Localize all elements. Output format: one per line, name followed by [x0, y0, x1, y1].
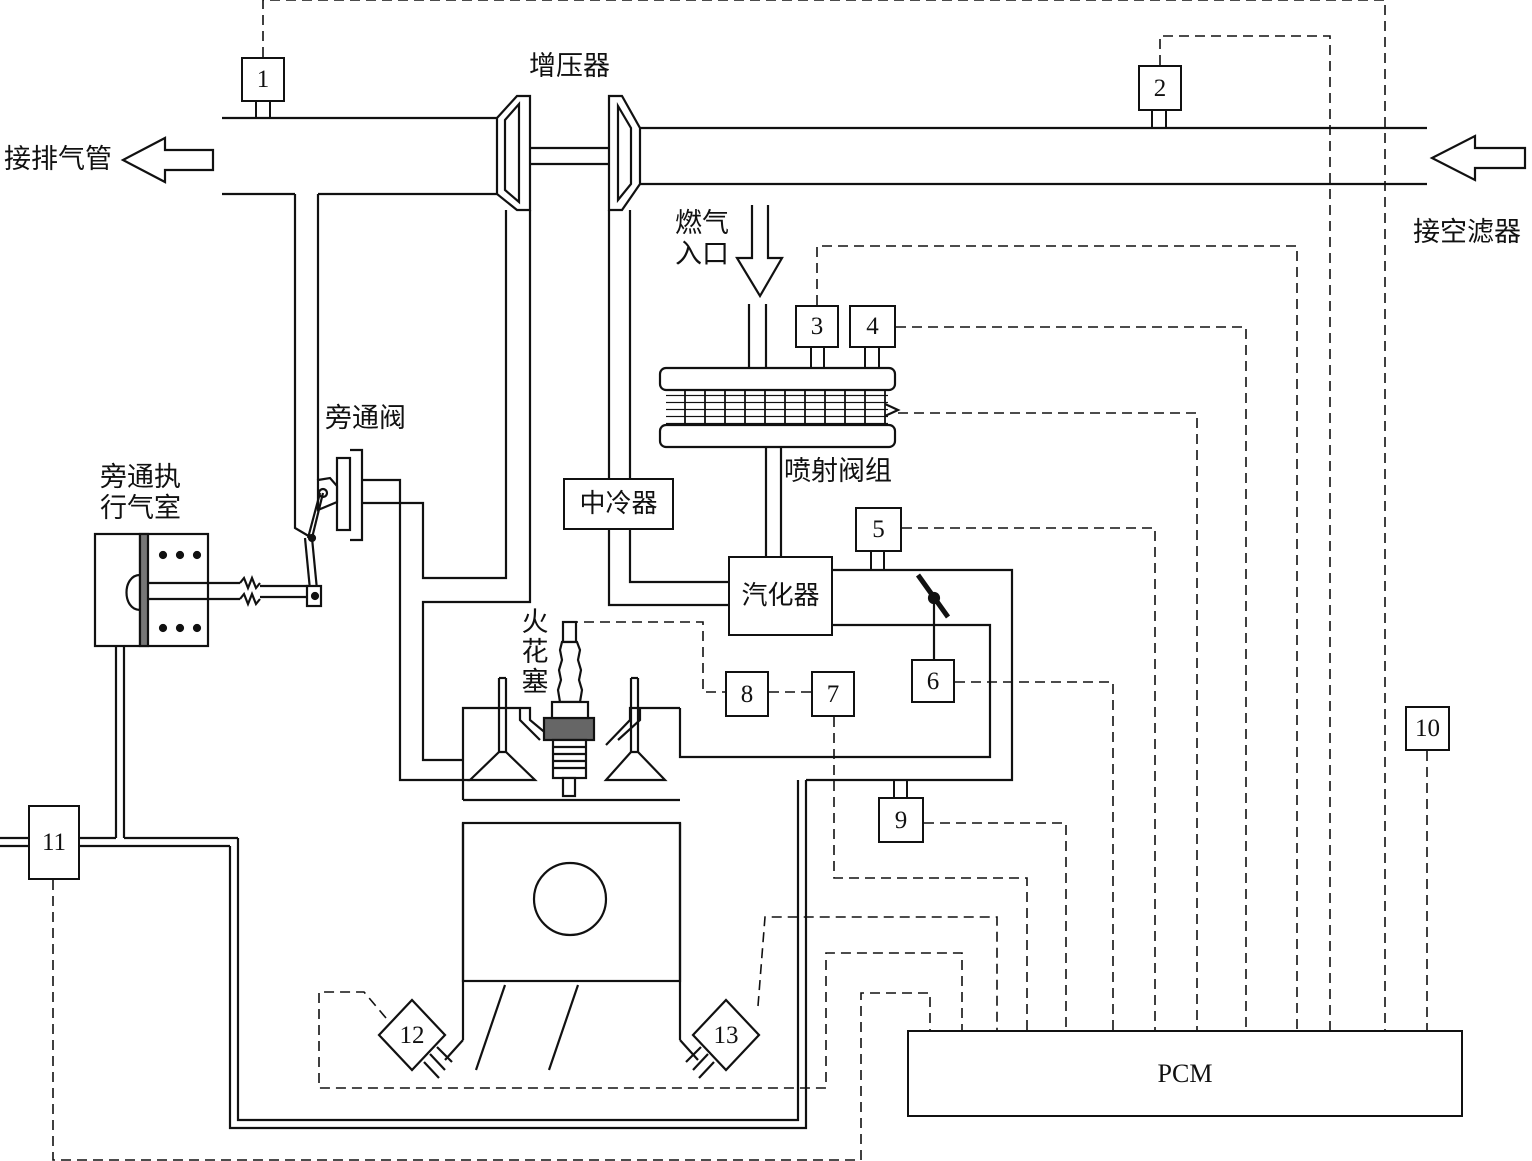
- air-filter-label: 接空滤器: [1413, 217, 1521, 248]
- signal-wires: [52, 0, 1428, 1161]
- carburetor-box: 汽化器: [728, 556, 833, 636]
- compressor-outlet-pipe: [607, 210, 632, 478]
- turbocharger-shape: [495, 94, 642, 212]
- intercooler-label: 中冷器: [579, 489, 658, 519]
- actuator-pipe: [0, 646, 238, 848]
- intake-manifold: [678, 568, 1014, 782]
- bypass-return-pipe: [362, 478, 470, 782]
- knock-sensor-13-shape: [685, 998, 761, 1079]
- knock-sensor-12-shape: [377, 998, 453, 1079]
- gas-inlet-label: 燃气 入口: [675, 208, 729, 270]
- sensor-13: 13: [713, 1022, 739, 1049]
- sensor-7: 7: [811, 671, 855, 717]
- intake-arrow: [1429, 134, 1527, 182]
- pcm-label: PCM: [1157, 1058, 1213, 1088]
- turbine-exhaust-pipe: [362, 210, 532, 762]
- sensor-2: 2: [1138, 65, 1182, 111]
- bypass-valve-mechanism: [303, 448, 364, 608]
- carburetor-label: 汽化器: [741, 581, 820, 611]
- sensor-4: 4: [849, 305, 896, 348]
- bypass-actuator-label: 旁通执 行气室: [100, 462, 181, 524]
- turbocharger-label: 增压器: [529, 51, 610, 82]
- intake-valve: [603, 676, 668, 782]
- exhaust-pipe: [222, 116, 497, 196]
- bypass-valve-label: 旁通阀: [325, 403, 406, 434]
- bottom-u-pipe: [228, 780, 808, 1130]
- sensor-1: 1: [241, 57, 285, 102]
- injector-carb-pipe: [764, 447, 783, 556]
- intercooler-carb-pipe: [607, 530, 728, 607]
- injector-rail: [658, 366, 901, 449]
- exhaust-outlet-label: 接排气管: [4, 144, 112, 175]
- sensor-6: 6: [911, 659, 955, 703]
- sensor-10: 10: [1405, 706, 1450, 751]
- sensor-12: 12: [399, 1022, 425, 1049]
- bypass-actuator-shape: [93, 532, 308, 648]
- gas-inlet-arrow: [735, 205, 784, 368]
- exhaust-arrow: [120, 136, 215, 184]
- sensor-11: 11: [28, 805, 80, 880]
- spark-plug-shape: [542, 620, 596, 798]
- sensor-5: 5: [855, 507, 902, 552]
- bypass-pipe: [293, 194, 320, 539]
- intake-pipe: [640, 126, 1427, 186]
- injector-group-label: 喷射阀组: [784, 456, 892, 487]
- sensor-3: 3: [795, 305, 839, 348]
- pcm-box: PCM: [907, 1030, 1463, 1117]
- sensor-9: 9: [878, 797, 924, 843]
- intercooler-box: 中冷器: [563, 478, 674, 530]
- throttle-plate: [915, 573, 951, 660]
- sensor-8: 8: [725, 671, 769, 717]
- spark-plug-label: 火花塞: [521, 607, 549, 698]
- engine-block: [444, 706, 699, 1071]
- exhaust-valve: [467, 676, 538, 782]
